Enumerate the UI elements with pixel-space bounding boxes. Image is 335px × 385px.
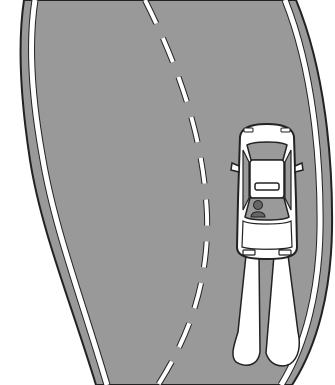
car-mirror-right bbox=[294, 161, 304, 173]
car-headlight-right bbox=[278, 249, 292, 256]
right-edge-line-white bbox=[278, 0, 323, 385]
driver-head bbox=[253, 200, 263, 210]
car-headlight-left bbox=[242, 249, 256, 256]
car-taillight-left bbox=[243, 127, 254, 133]
headlight-beam-right bbox=[265, 254, 301, 367]
car-rear-window bbox=[246, 141, 288, 161]
center-dashed-line bbox=[143, 0, 210, 385]
left-edge-line-white bbox=[29, 0, 110, 385]
car-mirror-left bbox=[230, 161, 240, 173]
driver-body bbox=[250, 211, 266, 218]
car-side-window-left bbox=[242, 149, 250, 211]
car-side-window-right bbox=[284, 149, 292, 211]
headlight-beam-left bbox=[232, 254, 261, 366]
car bbox=[230, 122, 304, 261]
car-roof-panel bbox=[254, 182, 280, 191]
car-hood bbox=[241, 219, 293, 250]
car-taillight-right bbox=[280, 127, 291, 133]
car-roof bbox=[249, 159, 285, 199]
